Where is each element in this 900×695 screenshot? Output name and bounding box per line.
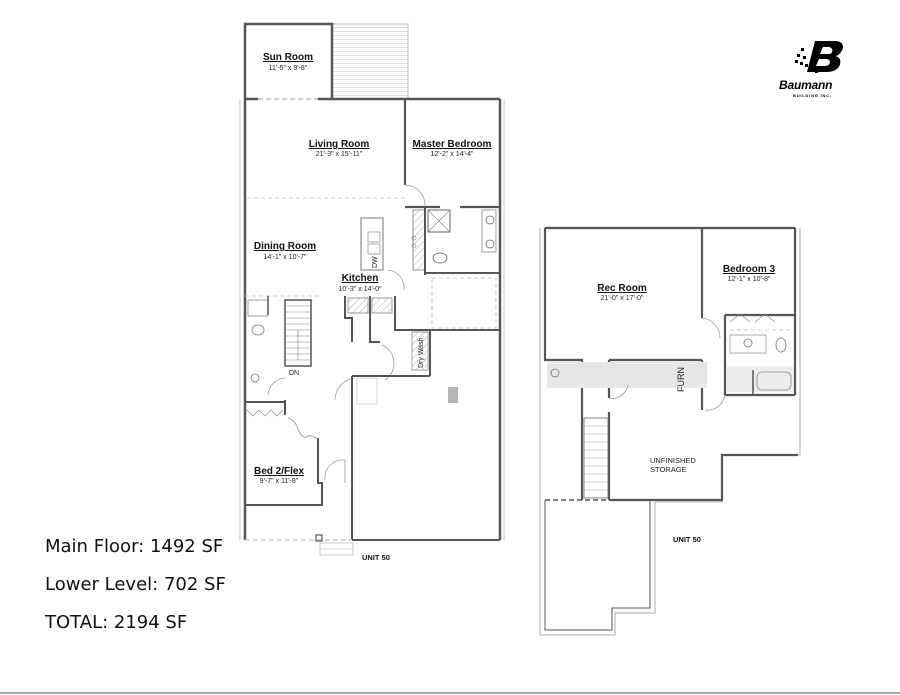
room-dims-bedroom-3: 12'-1" x 10'-8" [727, 276, 771, 283]
lower-level-plan: FURN Rec Roo [539, 226, 801, 636]
main-floor-plan: DW Dry Wash DN [239, 22, 505, 562]
lower-bath [729, 313, 792, 395]
main-floor-sf: Main Floor: 1492 SF [45, 536, 224, 557]
baumann-logo: Baumann BUILDING INC. [775, 38, 865, 98]
room-dims-bed2-flex: 9'-7" x 11'-8" [260, 478, 299, 485]
kitchen-island: DW [360, 217, 384, 271]
furnace-label: FURN [676, 367, 686, 392]
room-name-rec-room: Rec Room [597, 283, 647, 294]
main-stairs: DN [284, 299, 312, 377]
storage-label-line1: UNFINISHED [650, 456, 696, 465]
room-name-kitchen: Kitchen [342, 273, 379, 284]
room-dims-living-room: 21'-3" x 15'-11" [316, 151, 363, 158]
dishwasher-label: DW [372, 256, 379, 268]
room-dims-master-bedroom: 12'-2" x 14'-4" [430, 151, 474, 158]
bed2-walls [245, 400, 323, 506]
lower-outline [539, 228, 801, 636]
garage-post [448, 387, 458, 403]
master-bedroom-walls [403, 99, 500, 209]
stairs-down-label: DN [289, 370, 299, 377]
lower-stairs [583, 417, 609, 499]
room-dims-rec-room: 21'-0" x 17'-0" [600, 295, 644, 302]
lower-level-unit-label: UNIT 50 [673, 535, 701, 544]
main-floor-unit-label: UNIT 50 [362, 553, 390, 562]
deck [331, 23, 409, 100]
storage-label-line2: STORAGE [650, 465, 687, 474]
lower-level-sf: Lower Level: 702 SF [45, 574, 226, 595]
room-dims-sun-room: 11'-5" x 9'-8" [269, 65, 308, 72]
laundry-label: Dry Wash [418, 337, 425, 368]
bottom-divider [0, 692, 900, 694]
room-name-bed2-flex: Bed 2/Flex [254, 466, 304, 477]
main-exterior-walls [243, 97, 502, 540]
room-dims-kitchen: 10'-3" x 14'-0" [338, 286, 382, 293]
room-name-sun-room: Sun Room [263, 52, 313, 63]
room-name-bedroom-3: Bedroom 3 [723, 264, 776, 275]
sun-room-walls [243, 22, 334, 101]
master-bath [411, 208, 500, 329]
brand-subtitle: BUILDING INC. [793, 93, 832, 98]
square-footage-summary: Main Floor: 1492 SF Lower Level: 702 SF … [45, 528, 226, 642]
garage [351, 330, 500, 541]
room-name-dining-room: Dining Room [254, 241, 316, 252]
utility-corridor [547, 362, 707, 388]
lower-walls [543, 226, 798, 502]
logo-mark-icon [795, 41, 843, 73]
room-dims-dining-room: 14'-1" x 10'-7" [263, 254, 307, 261]
total-sf: TOTAL: 2194 SF [45, 612, 188, 633]
room-name-master-bedroom: Master Bedroom [413, 139, 492, 150]
master-door-swing [404, 184, 426, 206]
room-name-living-room: Living Room [309, 139, 370, 150]
hall-bath [247, 296, 269, 383]
brand-name: Baumann [779, 78, 833, 92]
